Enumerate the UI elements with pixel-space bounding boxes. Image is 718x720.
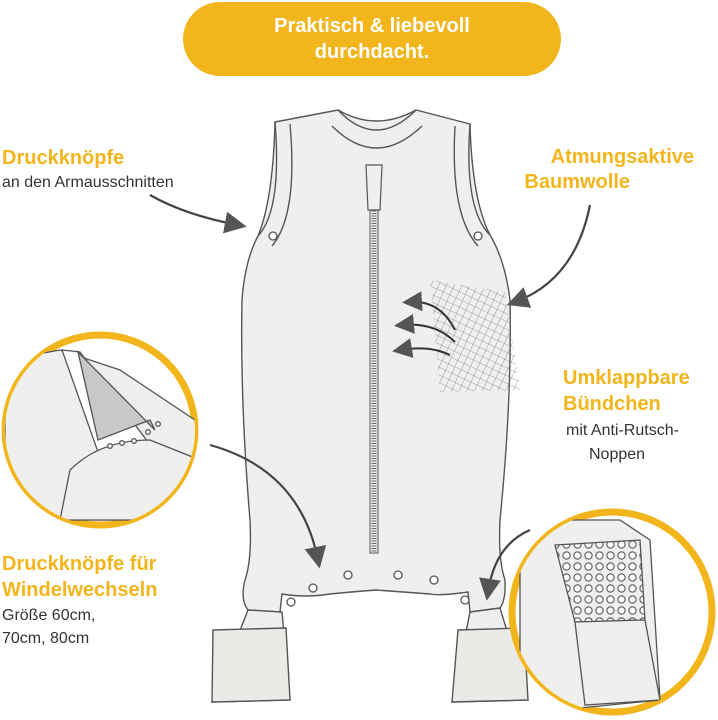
callout-cuff-title-2: Bündchen bbox=[563, 393, 661, 415]
headline-line-2: durchdacht. bbox=[314, 41, 430, 63]
callout-arrows bbox=[149, 194, 592, 601]
callout-arm-snaps-text: an den Armausschnitten bbox=[2, 174, 174, 191]
zoom-circle-cuff bbox=[508, 508, 716, 716]
callout-cotton-title-1: Atmungsaktive bbox=[550, 146, 694, 168]
headline-banner: Praktisch & liebevoll durchdacht. bbox=[183, 2, 561, 76]
headline-line-1: Praktisch & liebevoll bbox=[274, 15, 470, 37]
callout-diaper-text-2: 70cm, 80cm bbox=[2, 630, 90, 647]
callout-arm-snaps-title: Druckknöpfe bbox=[2, 147, 125, 169]
airflow-arrows bbox=[392, 291, 456, 358]
callout-cuff-text-1: mit Anti-Rutsch- bbox=[566, 422, 679, 439]
zoom-circle-diaper bbox=[1, 331, 199, 529]
callout-cotton-title-2: Baumwolle bbox=[524, 171, 630, 193]
callout-cuff-title-1: Umklappbare bbox=[563, 367, 690, 389]
snap-buttons bbox=[268, 231, 483, 607]
zipper bbox=[365, 164, 383, 554]
callout-diaper-title-2: Windelwechseln bbox=[2, 579, 158, 601]
callout-diaper-text-1: Größe 60cm, bbox=[2, 607, 96, 624]
callout-diaper-title-1: Druckknöpfe für bbox=[2, 553, 157, 575]
callout-cuff-text-2: Noppen bbox=[589, 446, 646, 463]
cotton-mesh bbox=[430, 280, 520, 392]
